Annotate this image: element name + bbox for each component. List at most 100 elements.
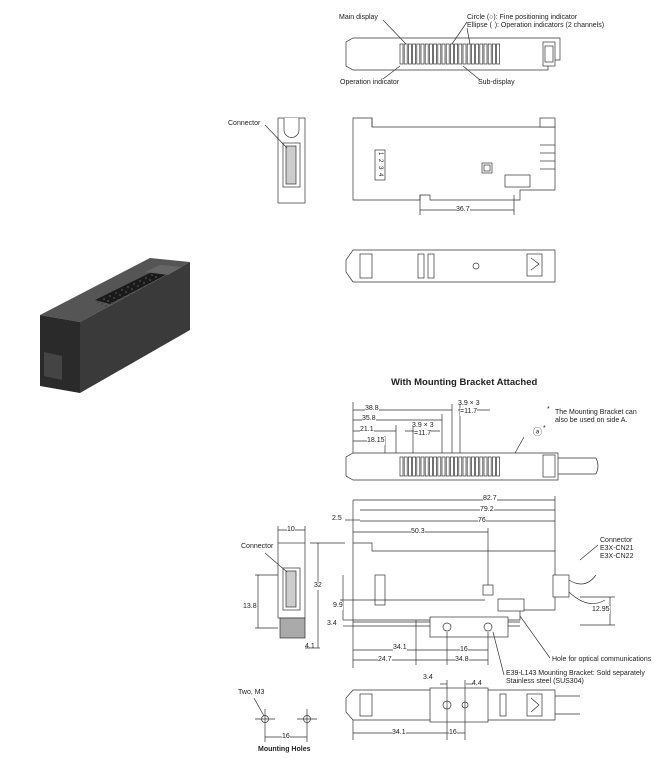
key-segment [416,456,421,477]
dimension-16: 16 [460,646,468,654]
key-segment [445,456,450,477]
terminal-number-3: 3 [377,166,383,170]
photo-texture-dot [129,293,131,295]
photo-texture-dot [103,298,105,300]
key-segment [475,456,479,477]
key-segment [487,43,492,65]
dimension-3-9x3-a: 3.9 × 3 [458,400,480,407]
key-segment [424,456,429,477]
key-segment [466,43,471,65]
photo-texture-dot [151,274,153,276]
circle-indicator-label: Circle (○): Fine positioning indicator [467,14,578,21]
key-segment [399,43,404,65]
dimension-79-2: 79.2 [480,506,494,514]
key-segment [412,456,416,477]
sub-display-label: Sub-display [478,79,515,86]
dimension-9-9: 9.9 [333,602,343,610]
photo-texture-dot [121,289,123,291]
key-segment [483,43,488,65]
photo-texture-dot [137,285,139,287]
dimension-50-3: 50.3 [411,528,425,536]
dimension-10: 10 [287,526,295,534]
dimension-11-7-a: =11.7 [460,408,478,416]
mounting-dimension-16: 16 [282,733,290,741]
photo-texture-dot [119,294,121,296]
key-segment [424,43,429,65]
key-segment [441,456,446,477]
key-segment [479,456,484,477]
connector-label-bottom: Connector [241,543,274,550]
front-view-with-bracket [255,526,345,649]
key-segment [492,43,496,65]
terminal-number-4: 4 [377,173,383,177]
photo-texture-dot [149,279,151,281]
dimension-35-8: 35.8 [362,415,376,423]
photo-texture-dot [145,277,147,279]
dimension-34-1: 34.1 [393,644,407,652]
key-segment [416,43,421,65]
dimension-11-7-b: =11.7 [414,430,432,438]
bracket-description-2: Stainless steel (SUS304) [506,678,584,685]
bottom-view-with-bracket [345,680,580,740]
dimension-82-7: 82.7 [483,495,497,503]
bracket-description-1: E39-L143 Mounting Bracket: Sold separate… [506,670,645,677]
key-segment [420,43,425,65]
dimension-2-5: 2.5 [332,515,342,522]
key-segment [454,456,458,477]
photo-texture-dot [113,297,115,299]
two-m3-label: Two, M3 [238,689,265,696]
key-segment [450,43,454,65]
hole-optical-label: Hole for optical communications [552,656,652,663]
photo-texture-dot [159,278,161,280]
side-view-with-bracket [340,496,615,676]
dimension-32: 32 [314,582,322,590]
bottom-dimension-4-4: 4.4 [472,680,482,687]
side-a-star: * [543,425,546,432]
key-segment [403,456,408,477]
note-text-line-2: also be used on side A. [555,417,628,424]
top-leaders [382,19,481,81]
photo-texture-dot [123,296,125,298]
dimension-34-8: 34.8 [455,656,469,664]
dimension-4-1: 4.1 [305,643,315,650]
photo-texture-dot [127,286,129,288]
key-segment [458,456,463,477]
connector-label-top: Connector [228,120,261,127]
key-segment [433,43,437,65]
side-a-marker: ⓐ [533,427,543,437]
mounting-holes-title: Mounting Holes [258,746,311,753]
dimension-18-15: 18.15 [367,437,385,445]
dimension-13-8: 13.8 [243,603,257,611]
connector-model-1: E3X-CN21 [600,545,634,552]
terminal-number-1: 1 [377,152,383,156]
bottom-view-amplifier [345,249,556,283]
key-segment [433,456,437,477]
photo-texture-dot [141,287,143,289]
dimension-24-7: 24.7 [378,656,392,664]
top-view-amplifier [345,37,561,71]
dimension-3-9x3-b: 3.9 × 3 [412,422,434,429]
key-segment [483,456,488,477]
photo-texture-dot [155,276,157,278]
photo-texture-dot [125,291,127,293]
key-segment [408,43,412,65]
dimension-36-7: 36.7 [456,206,470,214]
front-view-small [264,117,306,204]
key-segment [450,456,454,477]
key-segment [496,456,500,477]
photo-texture-dot [105,305,107,307]
key-segment [496,43,500,65]
photo-texture-dot [135,290,137,292]
terminal-number-2: 2 [377,159,383,163]
dimension-3-4: 3.4 [327,620,337,627]
dimension-21-1: 21.1 [360,426,374,434]
key-segment [403,43,408,65]
key-segment [458,43,463,65]
side-view-amplifier [352,117,556,215]
photo-texture-dot [131,288,133,290]
note-star: * [547,406,550,413]
product-photo [40,258,190,393]
key-segment [492,456,496,477]
